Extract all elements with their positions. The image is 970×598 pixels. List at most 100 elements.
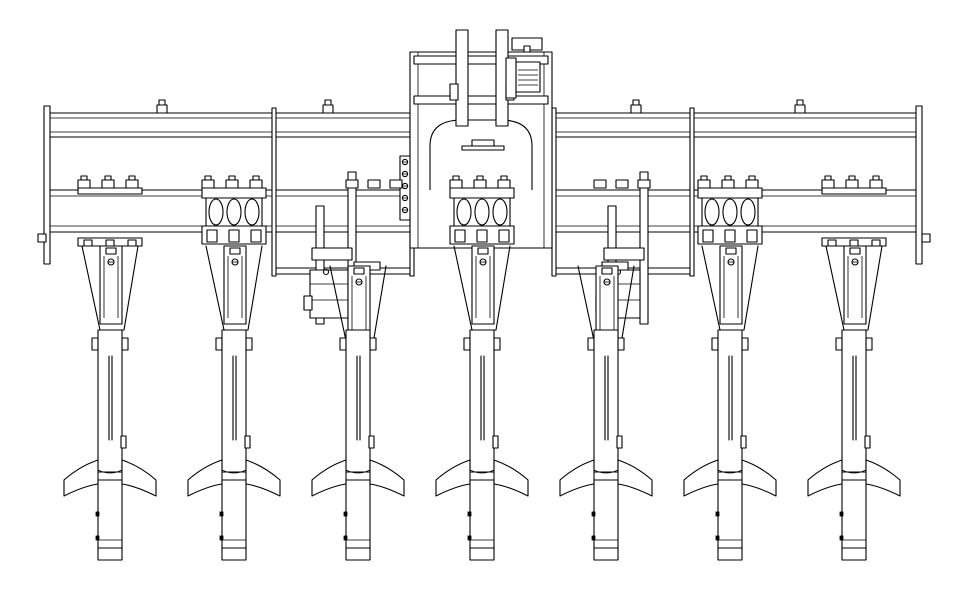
tine-assembly — [311, 179, 405, 561]
clamp-u-bolt — [244, 198, 260, 226]
clamp-u-bolt — [740, 198, 756, 226]
adjuster-bracket — [603, 247, 645, 261]
tine-shank — [221, 329, 247, 473]
sub-frame-post — [551, 107, 557, 277]
tine-shank — [345, 329, 371, 473]
point-bolt — [343, 535, 348, 541]
tower-top-bar — [413, 55, 549, 65]
sweep-curve — [345, 469, 371, 474]
clamp-bottom-nut — [206, 229, 218, 243]
clamp-bolt-nut — [249, 179, 263, 189]
tine-housing — [719, 245, 743, 325]
sweep-curve — [221, 469, 247, 474]
end-tab — [37, 233, 47, 243]
sweep-right — [493, 459, 529, 497]
clamp-u-bolt — [704, 198, 720, 226]
clamp-bolt-nut — [101, 179, 115, 189]
shank-nut — [120, 435, 127, 449]
clamp-u-bolt — [208, 198, 224, 226]
shank-bolt — [339, 337, 347, 351]
point-tip — [593, 547, 619, 561]
tine-assembly — [63, 175, 157, 561]
tine-assembly — [807, 175, 901, 561]
point-bolt — [219, 511, 224, 517]
top-link-pin — [449, 83, 459, 101]
clamp-bolt-nut — [497, 179, 511, 189]
sweep-left — [63, 459, 99, 497]
clamp-bottom-nut — [849, 239, 859, 247]
sweep-left — [807, 459, 843, 497]
arch-plate — [461, 145, 505, 151]
grease-nipple-base — [630, 104, 642, 114]
tower-mid-bar — [413, 95, 549, 105]
tine-assembly — [683, 175, 777, 561]
clamp-bolt-nut — [697, 179, 711, 189]
sweep-right — [741, 459, 777, 497]
clamp-bolt-thread — [228, 175, 236, 181]
clamp-bolt-nut — [125, 179, 139, 189]
clamp-bottom-nut — [228, 229, 240, 243]
tine-shank — [841, 329, 867, 473]
clamp-bolt-nut — [449, 179, 463, 189]
control-knob — [523, 45, 531, 53]
sweep-curve — [593, 469, 619, 474]
clamp-bolt-thread — [872, 175, 880, 181]
tine-point — [841, 479, 867, 551]
point-tip — [221, 547, 247, 561]
sub-frame-post — [271, 107, 277, 277]
sweep-curve — [717, 469, 743, 474]
clamp-block — [205, 197, 263, 227]
pivot-lug — [353, 267, 365, 275]
clamp-bolt-thread — [724, 175, 732, 181]
sweep-right — [245, 459, 281, 497]
adjuster-upright — [315, 205, 325, 325]
tine-assembly — [187, 175, 281, 561]
end-plate-right — [915, 105, 923, 265]
clamp-bottom-nut — [871, 239, 881, 247]
sweep-right — [121, 459, 157, 497]
pivot-lug — [105, 247, 117, 255]
clamp-bolt-thread — [848, 175, 856, 181]
tine-shank — [97, 329, 123, 473]
clamp-bolt-thread — [128, 175, 136, 181]
clamp-bolt-thread — [500, 175, 508, 181]
point-tip — [717, 547, 743, 561]
clamp-bolt-thread — [452, 175, 460, 181]
clamp-bolt-thread — [104, 175, 112, 181]
shank-bolt — [835, 337, 843, 351]
clamp-bottom-nut — [476, 229, 488, 243]
shank-nut — [864, 435, 871, 449]
end-plate-left — [43, 105, 51, 265]
shank-bolt — [711, 337, 719, 351]
clamp-bolt-thread — [204, 175, 212, 181]
pivot-lug — [725, 247, 737, 255]
tine-shank — [593, 329, 619, 473]
tine-assembly — [435, 175, 529, 561]
point-bolt — [343, 511, 348, 517]
control-box — [515, 61, 541, 93]
sweep-left — [435, 459, 471, 497]
clamp-bottom-nut — [724, 229, 736, 243]
shank-bolt — [865, 337, 873, 351]
sweep-right — [369, 459, 405, 497]
clamp-bolt-nut — [721, 179, 735, 189]
sub-frame-post — [689, 107, 695, 277]
shank-nut — [616, 435, 623, 449]
clamp-top-plate — [77, 187, 143, 195]
clamp-bolt-nut — [821, 179, 835, 189]
point-bolt — [839, 511, 844, 517]
clamp-u-bolt — [226, 198, 242, 226]
clamp-bolt-nut — [345, 179, 359, 189]
sweep-curve — [841, 469, 867, 474]
sweep-left — [683, 459, 719, 497]
tine-point — [97, 479, 123, 551]
sweep-curve — [469, 469, 495, 474]
grease-nipple — [796, 99, 804, 106]
clamp-bolt-nut — [77, 179, 91, 189]
tine-housing — [471, 245, 495, 325]
point-bolt — [715, 511, 720, 517]
sweep-curve — [97, 469, 123, 474]
sweep-right — [865, 459, 901, 497]
tine-point — [717, 479, 743, 551]
grease-nipple-base — [322, 104, 334, 114]
